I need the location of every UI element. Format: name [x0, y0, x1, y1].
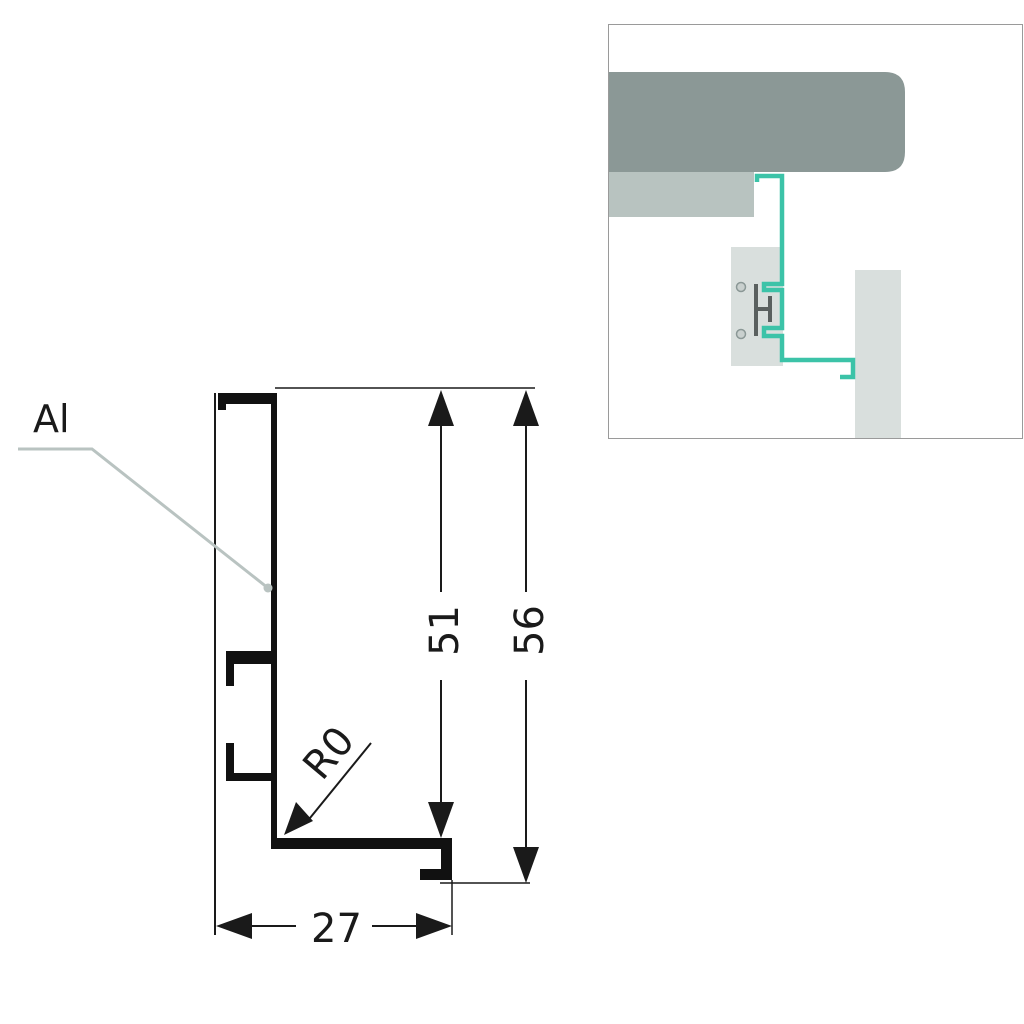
screw-top — [735, 281, 747, 293]
screw-bottom — [735, 328, 747, 340]
dim-51-arrow-top — [428, 390, 454, 426]
dim-56-label: 56 — [507, 605, 553, 656]
material-label: Al — [33, 397, 70, 441]
dim-51-label: 51 — [422, 605, 468, 656]
aluminium-profile — [218, 393, 452, 880]
radius-arrowhead — [284, 802, 313, 835]
installed-profile — [754, 173, 856, 380]
dim-27-label: 27 — [311, 906, 362, 952]
installation-inset — [608, 24, 1023, 439]
dimension-51: 51 — [422, 390, 468, 838]
radius-label: R0 — [294, 718, 363, 788]
dim-27-arrow-right — [416, 913, 452, 939]
material-leader-line — [18, 447, 269, 590]
dim-27-arrow-left — [216, 913, 252, 939]
profile-section: Al R0 51 56 27 — [18, 387, 553, 952]
dim-56-arrow-bottom — [513, 847, 539, 883]
side-panel — [855, 270, 901, 438]
radius-leader-line — [309, 742, 372, 819]
dimension-56: 56 — [507, 390, 553, 883]
dim-51-arrow-bottom — [428, 802, 454, 838]
material-leader-dot — [263, 583, 273, 593]
dimension-27: 27 — [216, 906, 452, 952]
dim-56-arrow-top — [513, 390, 539, 426]
h-connector — [754, 284, 772, 336]
countertop — [609, 72, 905, 172]
cabinet-top-panel — [609, 172, 754, 217]
